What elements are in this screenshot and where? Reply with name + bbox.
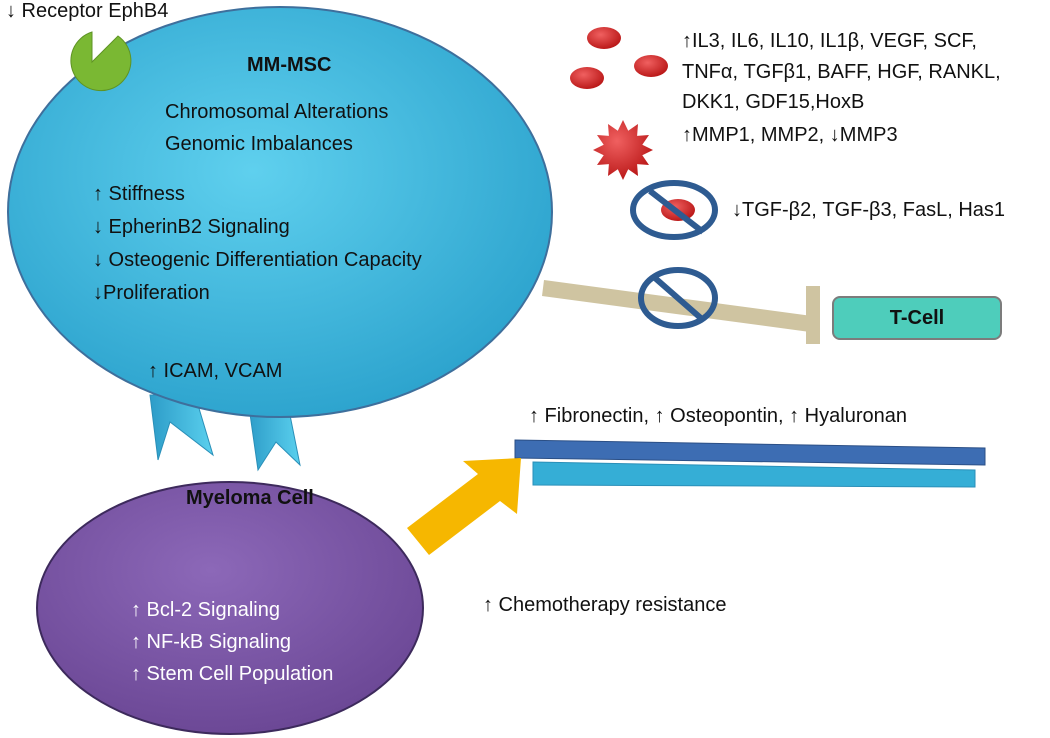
ecm-label: ↑ Fibronectin, ↑ Osteopontin, ↑ Hyaluron… bbox=[529, 405, 907, 427]
inhibition-bar-cap bbox=[806, 286, 820, 344]
myeloma-change-item: ↑ Bcl-2 Signaling bbox=[131, 599, 280, 621]
myeloma-change-item: ↑ Stem Cell Population bbox=[131, 663, 334, 685]
msc-adhesion-label: ↑ ICAM, VCAM bbox=[148, 360, 283, 382]
no-secretion-icon bbox=[630, 180, 718, 240]
decreased-factors-label: ↓TGF-β2, TGF-β3, FasL, Has1 bbox=[732, 199, 1006, 221]
ecm-strand-dark bbox=[514, 439, 986, 466]
msc-alteration-item: Chromosomal Alterations bbox=[165, 101, 389, 123]
receptor-ephb4-label: ↓ Receptor EphB4 bbox=[6, 0, 169, 22]
msc-title: MM-MSC bbox=[247, 54, 332, 76]
t-cell-box: T-Cell bbox=[832, 296, 1002, 340]
msc-change-item: ↓Proliferation bbox=[93, 282, 210, 304]
cytokine-dot-icon bbox=[634, 55, 668, 77]
ecm-strand-light bbox=[532, 461, 976, 488]
mmp-label: ↑MMP1, MMP2, ↓MMP3 bbox=[682, 124, 898, 146]
myeloma-title: Myeloma Cell bbox=[186, 487, 314, 509]
cytokine-line: TNFα, TGFβ1, BAFF, HGF, RANKL, bbox=[682, 60, 1001, 83]
ecm-to-myeloma-arrow bbox=[407, 458, 521, 555]
inhibition-bar bbox=[542, 280, 812, 332]
t-cell-label: T-Cell bbox=[889, 306, 945, 329]
no-inhibition-icon bbox=[638, 267, 718, 329]
receptor-ephb4-icon bbox=[70, 31, 132, 92]
cytokine-line: DKK1, GDF15,HoxB bbox=[682, 91, 865, 113]
mmp-starburst-icon bbox=[593, 120, 653, 180]
msc-changes: ↑ Stiffness ↓ EpherinB2 Signaling ↓ Oste… bbox=[93, 178, 422, 310]
msc-cell bbox=[7, 6, 553, 418]
myeloma-changes: ↑ Bcl-2 Signaling ↑ NF-kB Signaling ↑ St… bbox=[131, 594, 333, 690]
myeloma-cell bbox=[36, 481, 424, 735]
msc-alterations: Chromosomal Alterations Genomic Imbalanc… bbox=[165, 96, 388, 160]
msc-alteration-item: Genomic Imbalances bbox=[165, 133, 353, 155]
msc-change-item: ↓ EpherinB2 Signaling bbox=[93, 216, 290, 238]
myeloma-change-item: ↑ NF-kB Signaling bbox=[131, 631, 292, 653]
msc-change-item: ↓ Osteogenic Differentiation Capacity bbox=[93, 249, 422, 271]
cytokine-dot-icon bbox=[570, 67, 604, 89]
cytokine-list: ↑IL3, IL6, IL10, IL1β, VEGF, SCF, TNFα, … bbox=[682, 26, 1001, 118]
msc-change-item: ↑ Stiffness bbox=[93, 183, 185, 205]
cytokine-line: ↑IL3, IL6, IL10, IL1β, VEGF, SCF, bbox=[682, 30, 977, 52]
cytokine-dot-icon bbox=[587, 27, 621, 49]
chemo-resistance-label: ↑ Chemotherapy resistance bbox=[483, 594, 727, 616]
